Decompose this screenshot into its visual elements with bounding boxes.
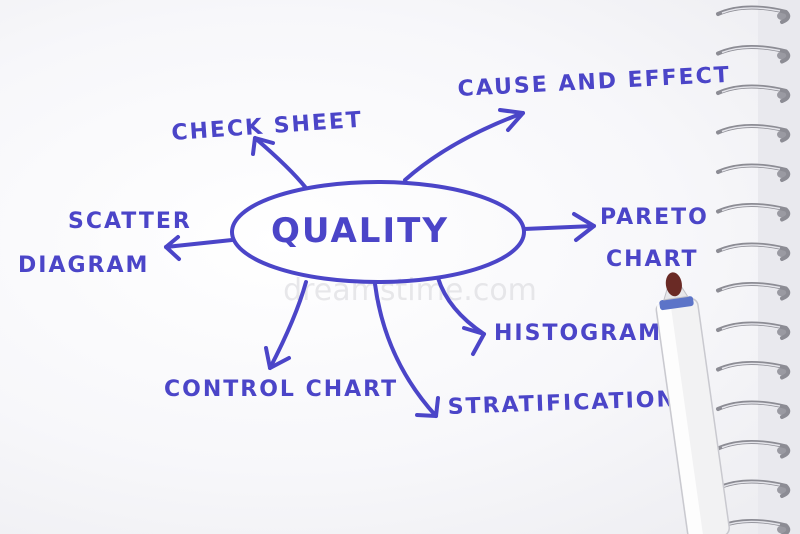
spiral-ring-shine <box>721 323 781 330</box>
binding-hole <box>777 51 787 60</box>
spiral-ring-shine <box>721 362 781 370</box>
spiral-ring-shine <box>721 125 781 133</box>
label-scatter: SCATTER <box>68 209 192 234</box>
arrow-scatter-diagram <box>164 235 234 261</box>
label-histogram: HISTOGRAM <box>494 321 662 346</box>
spiral-ring-shine <box>721 46 781 54</box>
marker-pen <box>655 272 731 534</box>
arrow-check-sheet <box>251 136 308 190</box>
label-cause-and-effect: CAUSE AND EFFECT <box>457 63 731 102</box>
binding-hole <box>777 288 787 297</box>
binding-hole <box>777 367 787 376</box>
arrow-cause-and-effect <box>403 108 525 182</box>
arrow-stratification <box>373 282 440 418</box>
binding-hole <box>777 130 787 139</box>
center-ellipse <box>230 180 526 284</box>
spiral-ring-shine <box>721 441 781 449</box>
binding-hole <box>777 170 787 178</box>
binding-hole <box>777 525 787 534</box>
spiral-ring-shine <box>721 165 781 172</box>
spiral-ring-shine <box>721 481 781 488</box>
binding-hole <box>777 486 787 494</box>
center-label: QUALITY <box>271 211 449 251</box>
label-diagram: DIAGRAM <box>18 253 149 278</box>
binding-hole <box>777 209 787 218</box>
arrow-pareto-chart <box>522 212 596 242</box>
binding-hole <box>777 446 787 455</box>
binding-hole <box>777 407 787 415</box>
spiral-ring-shine <box>721 283 781 291</box>
spiral-ring-shine <box>721 244 781 251</box>
spiral-ring-shine <box>721 7 781 14</box>
binding-hole <box>777 249 787 257</box>
pen-tip <box>665 272 682 297</box>
binding-hole <box>777 12 787 20</box>
label-stratification: STRATIFICATION <box>447 387 677 420</box>
arrow-control-chart <box>264 280 308 370</box>
spiral-ring-shine <box>721 204 781 212</box>
spiral-ring-shine <box>721 86 781 93</box>
spiral-ring-shine <box>721 402 781 409</box>
spiral-binding <box>716 0 800 534</box>
label-control-chart: CONTROL CHART <box>164 377 398 402</box>
binding-hole <box>777 328 787 336</box>
label-pareto: PARETO <box>600 205 709 230</box>
label-chart: CHART <box>606 247 699 272</box>
binding-hole <box>777 91 787 99</box>
arrow-histogram <box>436 276 486 356</box>
